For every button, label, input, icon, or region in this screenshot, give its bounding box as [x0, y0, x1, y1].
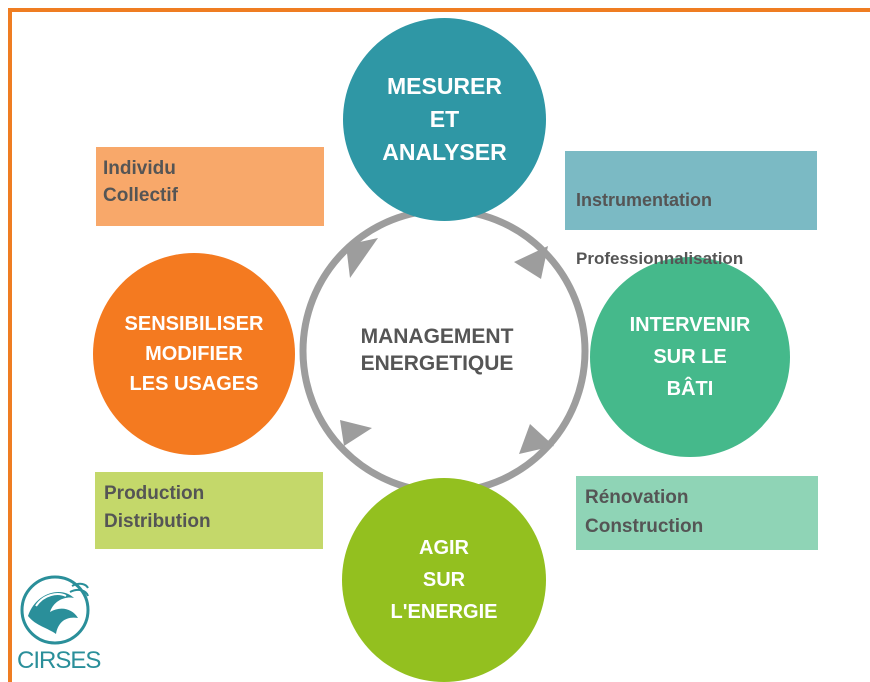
box-instrumentation-line1: Instrumentation	[576, 190, 713, 210]
circle-mesurer-analyser: MESURER ET ANALYSER	[343, 18, 546, 221]
cycle-arrowhead-top-right	[514, 246, 548, 279]
cycle-arrowhead-top-left	[346, 238, 378, 278]
center-title: MANAGEMENT ENERGETIQUE	[360, 325, 514, 375]
circle-sensibiliser: SENSIBILISER MODIFIER LES USAGES	[93, 253, 295, 455]
box-renovation-construction: Rénovation Construction	[576, 476, 818, 550]
box-production-distribution: Production Distribution	[95, 472, 323, 549]
frame-border-top	[8, 8, 870, 12]
box-instrumentation-line2: Professionnalisation	[576, 249, 744, 268]
frame-border-left	[8, 8, 12, 682]
circle-agir-energie: AGIR SUR L'ENERGIE	[342, 478, 546, 682]
cycle-arrowhead-bottom-right	[519, 424, 554, 454]
box-individu-collectif: Individu Collectif	[96, 147, 324, 226]
cirses-logo-text: CIRSES	[17, 647, 101, 674]
cycle-arrowhead-bottom-left	[340, 420, 372, 446]
circle-intervenir-bati: INTERVENIR SUR LE BÂTI	[590, 257, 790, 457]
box-instrumentation: Instrumentation Professionnalisation	[565, 151, 817, 268]
cirses-logo-icon	[20, 575, 90, 645]
